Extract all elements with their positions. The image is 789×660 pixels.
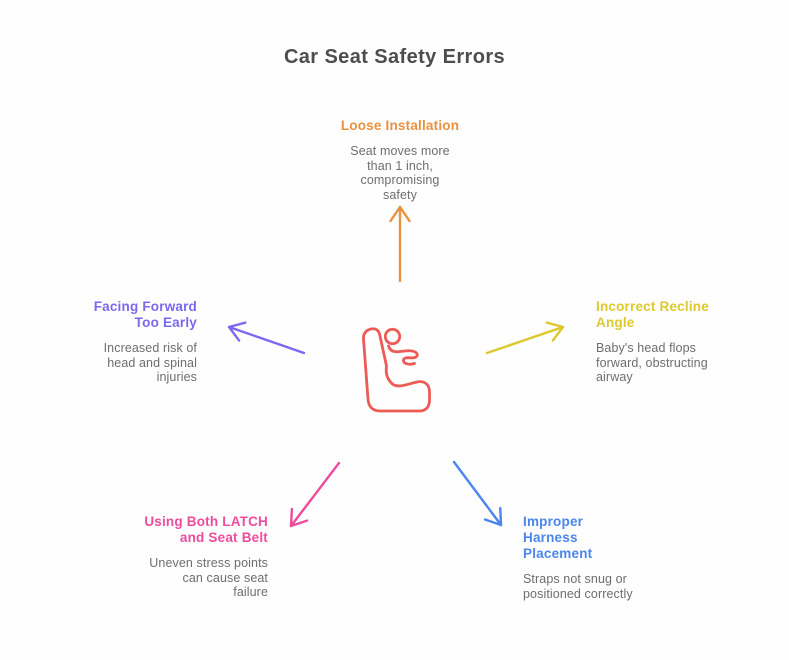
node-loose-installation: Loose Installation Seat moves more than … xyxy=(310,118,490,202)
car-seat-icon xyxy=(362,327,431,413)
node-label-improper-harness-placement: Improper Harness Placement xyxy=(523,514,593,561)
node-label-using-both-latch-and-seat-belt: Using Both LATCH and Seat Belt xyxy=(144,514,268,545)
node-description-facing-forward-too-early: Increased risk of head and spinal injuri… xyxy=(103,341,197,384)
baby-head xyxy=(383,327,402,346)
node-improper-harness-placement: Improper Harness Placement Straps not sn… xyxy=(523,514,673,601)
node-facing-forward-too-early: Facing Forward Too Early Increased risk … xyxy=(40,299,197,385)
arrow-improper-harness-placement xyxy=(452,460,503,527)
node-using-both-latch-and-seat-belt: Using Both LATCH and Seat Belt Uneven st… xyxy=(108,514,268,600)
arrow-using-both-latch-and-seat-belt xyxy=(289,461,341,528)
node-incorrect-recline-angle: Incorrect Recline Angle Baby's head flop… xyxy=(596,299,741,385)
node-description-using-both-latch-and-seat-belt: Uneven stress points can cause seat fail… xyxy=(149,556,268,599)
arrow-incorrect-recline-angle xyxy=(485,321,565,355)
baby-arm xyxy=(387,344,419,366)
node-label-facing-forward-too-early: Facing Forward Too Early xyxy=(93,299,197,330)
node-label-loose-installation: Loose Installation xyxy=(340,118,460,133)
arrow-facing-forward-too-early xyxy=(227,321,306,355)
node-description-incorrect-recline-angle: Baby's head flops forward, obstructing a… xyxy=(596,341,708,384)
node-description-improper-harness-placement: Straps not snug or positioned correctly xyxy=(523,572,633,601)
node-label-incorrect-recline-angle: Incorrect Recline Angle xyxy=(596,299,709,330)
node-description-loose-installation: Seat moves more than 1 inch, compromisin… xyxy=(350,144,450,202)
seat-outline xyxy=(362,327,431,413)
page-title: Car Seat Safety Errors xyxy=(283,46,506,68)
